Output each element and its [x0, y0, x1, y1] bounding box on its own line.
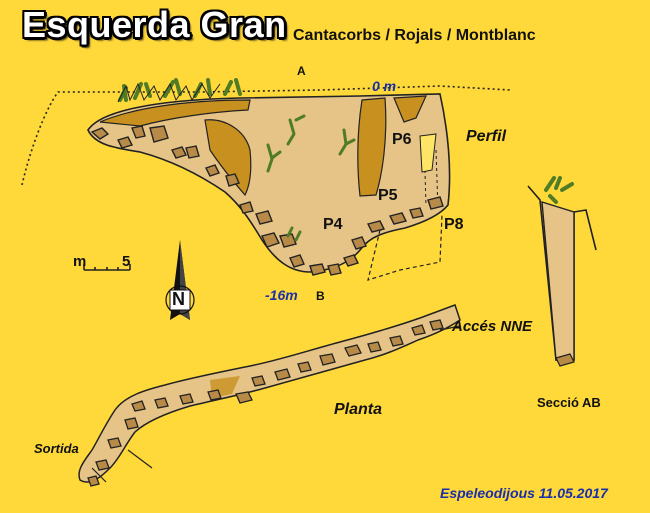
profile-blocks	[90, 125, 444, 276]
point-b-label: B	[316, 289, 325, 303]
profile-vegetation	[118, 78, 356, 242]
sediment-left	[99, 99, 251, 127]
plan-label: Planta	[334, 401, 383, 418]
pit-p5-label: P5	[378, 187, 398, 204]
page-subtitle: Cantacorbs / Rojals / Montblanc	[293, 27, 536, 44]
pit-p6-label: P6	[392, 131, 412, 148]
section-block	[555, 353, 575, 367]
scale-unit-label: m	[73, 253, 87, 270]
section-vegetation	[544, 176, 574, 204]
page-title: Esquerda Gran	[22, 4, 287, 45]
point-a-label: A	[297, 64, 306, 78]
section-cave-body	[541, 201, 575, 361]
credit-text: Espeleodijous 11.05.2017	[440, 485, 608, 501]
exit-label: Sortida	[34, 441, 79, 456]
plan-lines	[91, 325, 461, 483]
section-ab-label: Secció AB	[537, 395, 601, 410]
top-depth-label: 0 m	[372, 78, 397, 94]
profile-label: Perfil	[466, 128, 507, 145]
profile-view	[21, 78, 511, 281]
entrance-label: Accés NNE	[452, 318, 533, 335]
section-ab	[527, 176, 597, 367]
pit-p4-label: P4	[323, 216, 343, 233]
north-arrow-icon	[165, 240, 195, 320]
north-letter: N	[172, 289, 185, 309]
scale-bar	[83, 264, 131, 271]
scale-value-label: 5	[122, 253, 131, 270]
plan-blocks	[87, 319, 444, 487]
plan-view	[78, 304, 461, 487]
bottom-depth-label: -16m	[265, 287, 298, 303]
sediment-wall	[204, 119, 252, 197]
p8-dashed-passage	[367, 214, 443, 281]
sediment-pillar	[357, 97, 387, 197]
p6-shaft	[419, 133, 437, 173]
pit-p8-label: P8	[444, 216, 464, 233]
profile-vegetation-outline	[117, 82, 221, 103]
sediment-top-right	[393, 95, 427, 123]
